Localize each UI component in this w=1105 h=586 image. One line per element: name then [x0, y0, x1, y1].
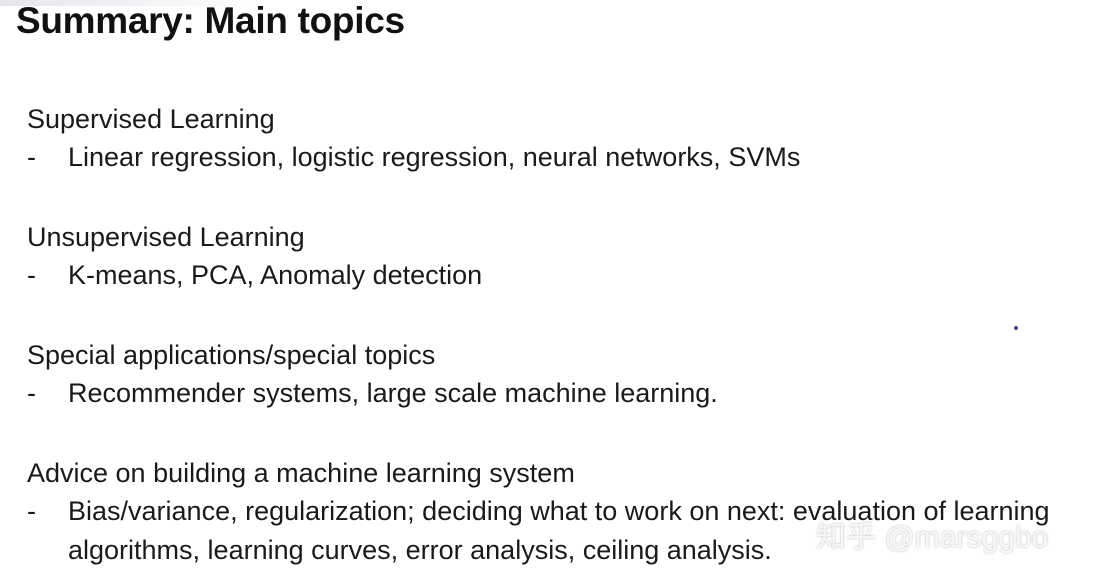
bullet-item: - Bias/variance, regularization; decidin…: [27, 492, 1078, 570]
bullet-text: Linear regression, logistic regression, …: [68, 142, 801, 172]
bullet-item: - K-means, PCA, Anomaly detection: [27, 256, 482, 295]
section-special-topics: Special applications/special topics - Re…: [27, 336, 718, 413]
watermark: 知乎 @marsggbo: [816, 521, 1049, 554]
section-heading: Unsupervised Learning: [27, 222, 305, 252]
bullet-text: Bias/variance, regularization; deciding …: [68, 496, 1050, 565]
bullet-dash: -: [27, 260, 36, 290]
section-heading: Advice on building a machine learning sy…: [27, 458, 575, 488]
section-heading: Special applications/special topics: [27, 340, 436, 370]
section-ml-system-advice: Advice on building a machine learning sy…: [27, 454, 1078, 570]
bullet-item: - Linear regression, logistic regression…: [27, 138, 800, 177]
section-heading: Supervised Learning: [27, 104, 275, 134]
bullet-dash: -: [27, 496, 36, 526]
bullet-dash: -: [27, 378, 36, 408]
bullet-text: Recommender systems, large scale machine…: [68, 378, 718, 408]
bullet-text: K-means, PCA, Anomaly detection: [68, 260, 483, 290]
section-supervised-learning: Supervised Learning - Linear regression,…: [27, 100, 800, 177]
slide-title: Summary: Main topics: [16, 0, 405, 41]
top-smudge: [0, 0, 260, 6]
section-unsupervised-learning: Unsupervised Learning - K-means, PCA, An…: [27, 218, 482, 295]
bullet-dash: -: [27, 142, 36, 172]
cursor-dot: [1014, 326, 1018, 330]
bullet-item: - Recommender systems, large scale machi…: [27, 374, 718, 413]
